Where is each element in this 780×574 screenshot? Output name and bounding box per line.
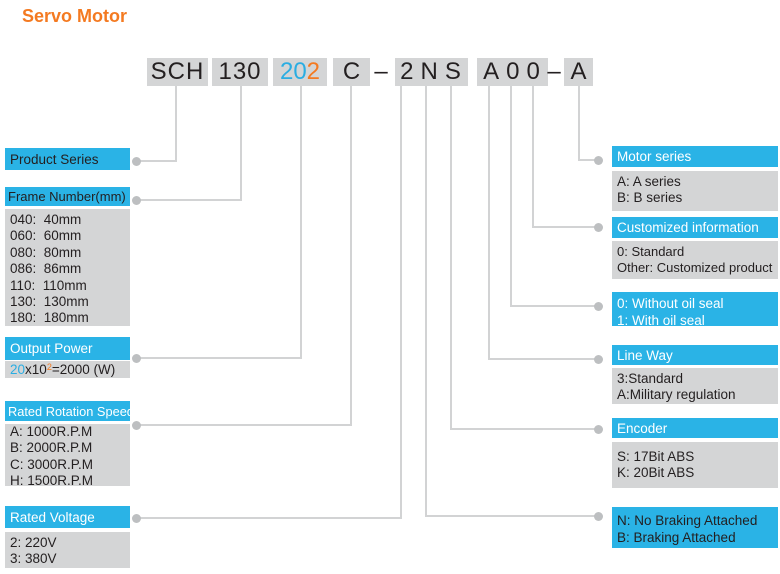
code-segment-product-series: SCH — [147, 58, 208, 86]
connector-line — [532, 226, 596, 228]
list-line: K: 20Bit ABS — [617, 465, 695, 481]
connector-line — [350, 86, 352, 426]
list-line: Other: Customized product — [617, 260, 773, 276]
connector-line — [510, 86, 512, 307]
connector-dot — [132, 421, 141, 430]
code-dash: – — [547, 58, 561, 85]
list-line: 080: 80mm — [10, 244, 82, 260]
header-encoder: Encoder — [612, 418, 778, 438]
connector-line — [137, 424, 350, 426]
header-frame-number: Frame Number(mm) — [5, 187, 130, 206]
header-customized-information: Customized information — [612, 217, 778, 238]
connector-line — [450, 428, 596, 430]
code-segment-rotation-speed: C — [333, 58, 370, 86]
list-line: A: A series — [617, 174, 681, 189]
connector-line — [137, 357, 300, 359]
connector-dot — [132, 514, 141, 523]
header-product-series: Product Series — [5, 148, 130, 170]
connector-line — [578, 159, 596, 161]
connector-line — [137, 517, 400, 519]
connector-line — [578, 86, 580, 161]
connector-dot — [594, 425, 603, 434]
oil-seal-box: 0: Without oil seal 1: With oil seal — [612, 292, 778, 326]
code-segment-frame-number: 130 — [212, 58, 268, 86]
list-line: N: No Braking Attached — [617, 513, 758, 528]
header-rotation-speed: Rated Rotation Speed — [5, 401, 134, 421]
connector-line — [137, 160, 175, 162]
braking-box: N: No Braking Attached B: Braking Attache… — [612, 507, 778, 548]
connector-line — [532, 86, 534, 228]
connector-dot — [594, 302, 603, 311]
list-line: 040: 40mm — [10, 212, 82, 227]
connector-dot — [594, 355, 603, 364]
page-title: Servo Motor — [22, 6, 128, 26]
list-line: B: B series — [617, 190, 683, 206]
list-line: B: Braking Attached — [617, 530, 736, 545]
connector-line — [450, 86, 452, 430]
list-line: 180: 180mm — [10, 310, 89, 326]
connector-dot — [132, 157, 141, 166]
list-line: C: 3000R.P.M — [10, 456, 94, 472]
connector-line — [488, 358, 596, 360]
list-line: 0: Without oil seal — [617, 296, 724, 311]
connector-line — [510, 305, 596, 307]
connector-line — [400, 86, 402, 519]
connector-dot — [132, 196, 141, 205]
list-line: S: 17Bit ABS — [617, 449, 695, 464]
connector-dot — [594, 512, 603, 521]
code-dash: – — [374, 58, 388, 85]
code-segment-voltage-braking-encoder: 2NS — [395, 58, 468, 86]
code-segment-motor-series: A — [564, 58, 593, 86]
header-rated-voltage: Rated Voltage — [5, 506, 130, 528]
list-line: 130: 130mm — [10, 294, 89, 310]
connector-dot — [594, 223, 603, 232]
list-line: 1: With oil seal — [617, 313, 705, 326]
list-line: B: 2000R.P.M — [10, 440, 93, 456]
list-line: 3:Standard — [617, 371, 684, 386]
list-line: 110: 110mm — [10, 277, 87, 293]
list-line: A: 1000R.P.M — [10, 424, 93, 439]
code-segment-lineway-oilseal-custom: A00 — [477, 58, 548, 86]
header-line-way: Line Way — [612, 345, 778, 365]
connector-line — [300, 86, 302, 359]
header-output-power: Output Power — [5, 337, 130, 360]
list-line: A:Military regulation — [617, 387, 736, 403]
header-motor-series: Motor series — [612, 146, 778, 167]
connector-line — [488, 86, 490, 360]
connector-dot — [132, 354, 141, 363]
list-line: 2: 220V — [10, 535, 57, 550]
list-line: 086: 86mm — [10, 261, 82, 277]
list-line: 3: 380V — [10, 551, 57, 567]
connector-line — [137, 199, 240, 201]
connector-line — [425, 515, 596, 517]
connector-dot — [594, 156, 603, 165]
connector-line — [175, 86, 177, 162]
list-line: H: 1500R.P.M — [10, 473, 94, 486]
connector-line — [240, 86, 242, 201]
connector-line — [425, 86, 427, 517]
list-line: 060: 60mm — [10, 228, 82, 244]
list-line: 0: Standard — [617, 244, 685, 259]
